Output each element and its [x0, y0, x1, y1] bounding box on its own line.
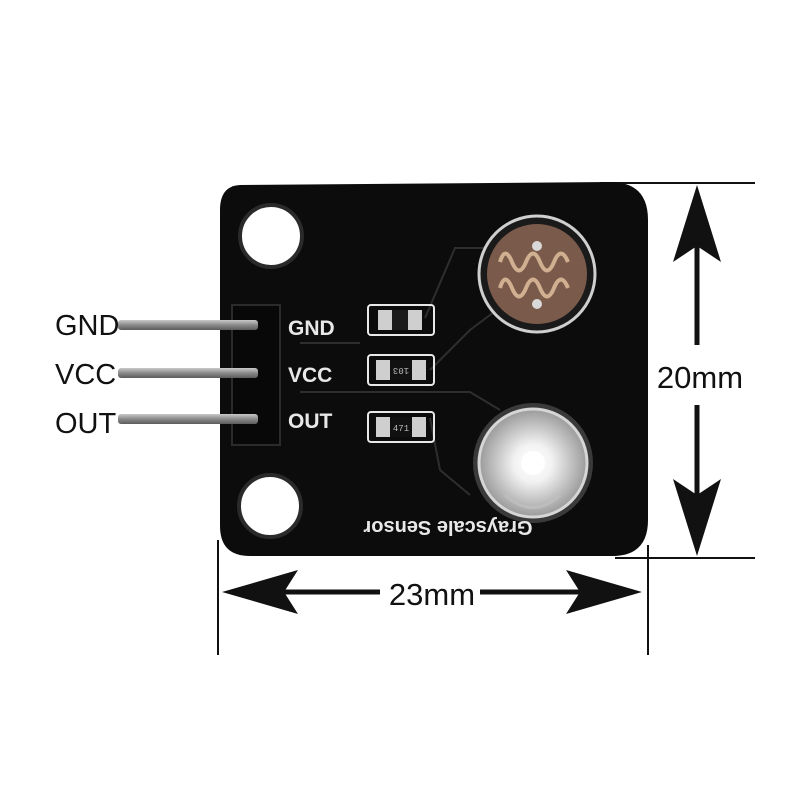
resistor-code-471: 471 — [393, 424, 409, 434]
width-dimension-label: 23mm — [389, 577, 475, 612]
pin-label-vcc: VCC — [55, 359, 116, 391]
pin-label-gnd: GND — [55, 310, 119, 342]
pin-label-out: OUT — [55, 408, 117, 440]
silkscreen-vcc: VCC — [288, 364, 332, 387]
smd-led-component — [367, 304, 435, 336]
header-pins — [118, 320, 258, 424]
silkscreen-gnd: GND — [288, 317, 335, 340]
pcb-board: GND VCC OUT 103 471 — [220, 182, 648, 556]
resistor-code-103: 103 — [393, 365, 409, 375]
white-led — [473, 403, 593, 523]
pin-gnd — [118, 320, 258, 330]
smd-resistor-471: 471 — [367, 411, 435, 443]
mounting-hole-bottom — [237, 473, 303, 539]
smd-resistor-103: 103 — [367, 354, 435, 386]
photoresistor — [477, 214, 597, 334]
dimension-guides — [217, 182, 755, 655]
silkscreen-out: OUT — [288, 410, 333, 433]
width-dimension-arrow — [222, 570, 642, 614]
height-dimension-label: 20mm — [657, 360, 743, 395]
board-name: Grayscale Sensor — [363, 516, 532, 538]
pin-out — [118, 414, 258, 424]
height-dimension-arrow — [673, 185, 721, 556]
pin-vcc — [118, 368, 258, 378]
mounting-hole-top — [238, 203, 304, 269]
